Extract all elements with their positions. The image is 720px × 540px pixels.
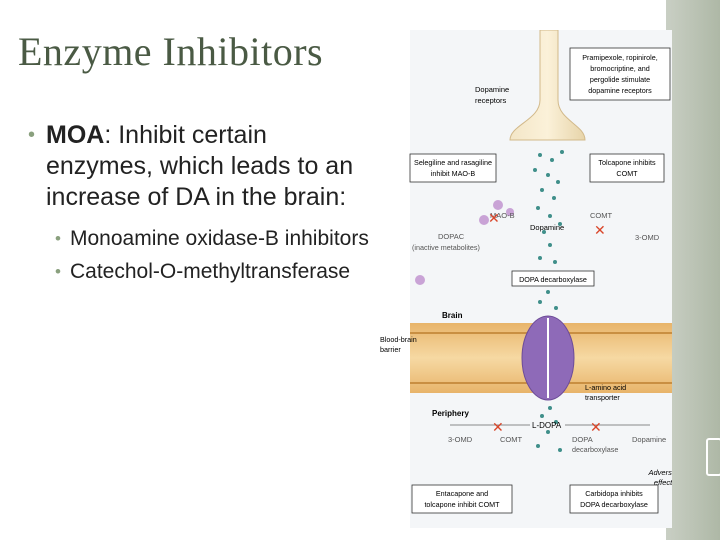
svg-text:COMT: COMT — [616, 169, 638, 178]
block-x-icon: ✕ — [594, 222, 606, 238]
bullet-dot: • — [55, 262, 61, 281]
svg-text:barrier: barrier — [380, 345, 401, 354]
svg-text:effects: effects — [654, 478, 672, 487]
dopamine-label: Dopamine — [530, 223, 564, 232]
dopa-bottom-label: DOPA — [572, 435, 593, 444]
side-band-mark — [706, 438, 720, 476]
3omd-top-label: 3-OMD — [635, 233, 660, 242]
mechanism-figure: Pramipexole, ropinirole, bromocriptine, … — [380, 29, 676, 528]
inactive-metabolites — [415, 200, 514, 285]
decorative-side-band — [666, 0, 720, 540]
slide-body: • MOA: Inhibit certain enzymes, which le… — [28, 120, 373, 285]
svg-text:Tolcapone inhibits: Tolcapone inhibits — [598, 158, 656, 167]
svg-text:Carbidopa inhibits: Carbidopa inhibits — [585, 489, 643, 498]
svg-text:DOPA decarboxylase: DOPA decarboxylase — [580, 500, 648, 509]
bullet-dot: • — [28, 124, 36, 146]
presynaptic-neuron — [509, 29, 586, 141]
dopa-decarboxylase-box: DOPA decarboxylase — [511, 270, 595, 287]
svg-text:bromocriptine, and: bromocriptine, and — [590, 64, 650, 73]
sub-bullet-comt: • Catechol-O-methyltransferase — [28, 258, 373, 285]
ldopa-label: L-DOPA — [532, 421, 562, 430]
svg-text:receptors: receptors — [475, 96, 507, 105]
svg-text:transporter: transporter — [585, 393, 620, 402]
dopac-label: DOPAC — [438, 232, 465, 241]
comt-top-label: COMT — [590, 211, 612, 220]
sub-bullet-text: Monoamine oxidase-B inhibitors — [70, 227, 369, 250]
sub-bullet-text: Catechol-O-methyltransferase — [70, 260, 351, 283]
svg-text:DOPA decarboxylase: DOPA decarboxylase — [519, 275, 587, 284]
bullet-main-text: : Inhibit certain enzymes, which leads t… — [46, 121, 354, 211]
mechanism-diagram: Pramipexole, ropinirole, bromocriptine, … — [380, 29, 676, 528]
dopamine-bottom-label: Dopamine — [632, 435, 666, 444]
transporter-label: L-amino acid — [585, 383, 626, 392]
svg-text:Selegiline and rasagiline: Selegiline and rasagiline — [414, 158, 492, 167]
comt-bottom-label: COMT — [500, 435, 522, 444]
svg-text:inhibit MAO-B: inhibit MAO-B — [431, 169, 476, 178]
tolcapone-box: Tolcapone inhibits COMT — [589, 153, 665, 183]
brain-label: Brain — [442, 311, 463, 320]
bbb-label: Blood-brain — [380, 335, 417, 344]
block-x-icon: ✕ — [488, 210, 500, 226]
carbidopa-box: Carbidopa inhibits DOPA decarboxylase — [569, 484, 659, 514]
entacapone-box: Entacapone and tolcapone inhibit COMT — [411, 484, 513, 514]
svg-text:decarboxylase: decarboxylase — [572, 445, 618, 454]
sub-bullet-maob: • Monoamine oxidase-B inhibitors — [28, 225, 373, 252]
block-x-icon: ✕ — [590, 419, 602, 435]
svg-text:Pramipexole, ropinirole,: Pramipexole, ropinirole, — [582, 53, 658, 62]
svg-text:tolcapone inhibit COMT: tolcapone inhibit COMT — [424, 500, 500, 509]
agonist-box: Pramipexole, ropinirole, bromocriptine, … — [569, 47, 671, 101]
dopamine-receptors-label: Dopamine — [475, 85, 509, 94]
block-x-icon: ✕ — [492, 419, 504, 435]
3omd-bottom-label: 3-OMD — [448, 435, 473, 444]
periphery-label: Periphery — [432, 409, 469, 418]
bullet-main-label: MOA — [46, 121, 105, 149]
svg-text:(inactive metabolites): (inactive metabolites) — [412, 243, 480, 252]
maob-inhibitor-box: Selegiline and rasagiline inhibit MAO-B — [409, 153, 497, 183]
svg-text:dopamine receptors: dopamine receptors — [588, 86, 652, 95]
slide-title: Enzyme Inhibitors — [18, 29, 324, 74]
mao-b-label: MAO-B — [490, 211, 515, 220]
svg-text:pergolide stimulate: pergolide stimulate — [590, 75, 650, 84]
svg-text:Entacapone and: Entacapone and — [436, 489, 488, 498]
bullet-main: • MOA: Inhibit certain enzymes, which le… — [28, 120, 373, 213]
bullet-dot: • — [55, 229, 61, 248]
